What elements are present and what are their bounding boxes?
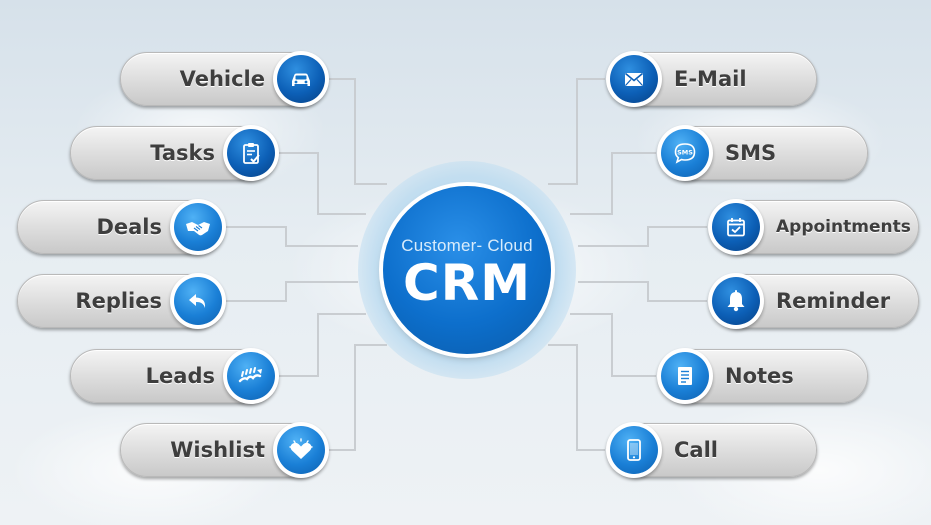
- node-reminder[interactable]: Reminder: [708, 273, 919, 329]
- heart-icon: [273, 422, 329, 478]
- node-label: Reminder: [776, 289, 891, 313]
- connector-reminder: [578, 281, 707, 302]
- node-vehicle[interactable]: Vehicle: [120, 51, 329, 107]
- leads-hands-icon: [223, 348, 279, 404]
- sms-bubble-icon: SMS: [657, 125, 713, 181]
- node-call[interactable]: Call: [606, 422, 817, 478]
- node-label: Notes: [725, 364, 794, 388]
- connector-appointments: [578, 226, 707, 247]
- clipboard-check-icon: [223, 125, 279, 181]
- tablet-phone-icon: [606, 422, 662, 478]
- connector-tasks: [276, 152, 366, 215]
- node-label: SMS: [725, 141, 777, 165]
- node-label: Vehicle: [179, 67, 265, 91]
- connector-leads: [276, 313, 366, 377]
- calendar-check-icon: [708, 199, 764, 255]
- envelope-icon: [606, 51, 662, 107]
- node-tasks[interactable]: Tasks: [70, 125, 279, 181]
- node-label: Call: [674, 438, 718, 462]
- node-label: E-Mail: [674, 67, 747, 91]
- notes-list-icon: [657, 348, 713, 404]
- handshake-icon: [170, 199, 226, 255]
- connector-sms: [570, 152, 656, 215]
- connector-wishlist: [326, 344, 387, 451]
- connector-call: [548, 344, 605, 451]
- node-notes[interactable]: Notes: [657, 348, 868, 404]
- car-icon: [273, 51, 329, 107]
- node-deals[interactable]: Deals: [17, 199, 226, 255]
- connector-vehicle: [326, 78, 387, 185]
- node-label: Deals: [96, 215, 162, 239]
- connector-email: [548, 78, 605, 185]
- node-label: Wishlist: [170, 438, 265, 462]
- node-label: Replies: [75, 289, 162, 313]
- node-sms[interactable]: SMS SMS: [657, 125, 868, 181]
- connector-notes: [570, 313, 656, 377]
- connector-replies: [226, 281, 358, 302]
- node-label: Tasks: [150, 141, 215, 165]
- bell-icon: [708, 273, 764, 329]
- hub-subtitle: Customer- Cloud: [401, 236, 533, 255]
- node-email[interactable]: E-Mail: [606, 51, 817, 107]
- connector-deals: [226, 226, 358, 247]
- node-wishlist[interactable]: Wishlist: [120, 422, 329, 478]
- node-label: Leads: [145, 364, 215, 388]
- node-appointments[interactable]: Appointments: [708, 199, 919, 255]
- hub-title: CRM: [403, 254, 531, 312]
- reply-arrow-icon: [170, 273, 226, 329]
- node-leads[interactable]: Leads: [70, 348, 279, 404]
- sms-icon-text: SMS: [677, 149, 693, 157]
- node-replies[interactable]: Replies: [17, 273, 226, 329]
- node-label: Appointments: [776, 217, 911, 237]
- crm-hub: Customer- Cloud CRM: [383, 186, 551, 354]
